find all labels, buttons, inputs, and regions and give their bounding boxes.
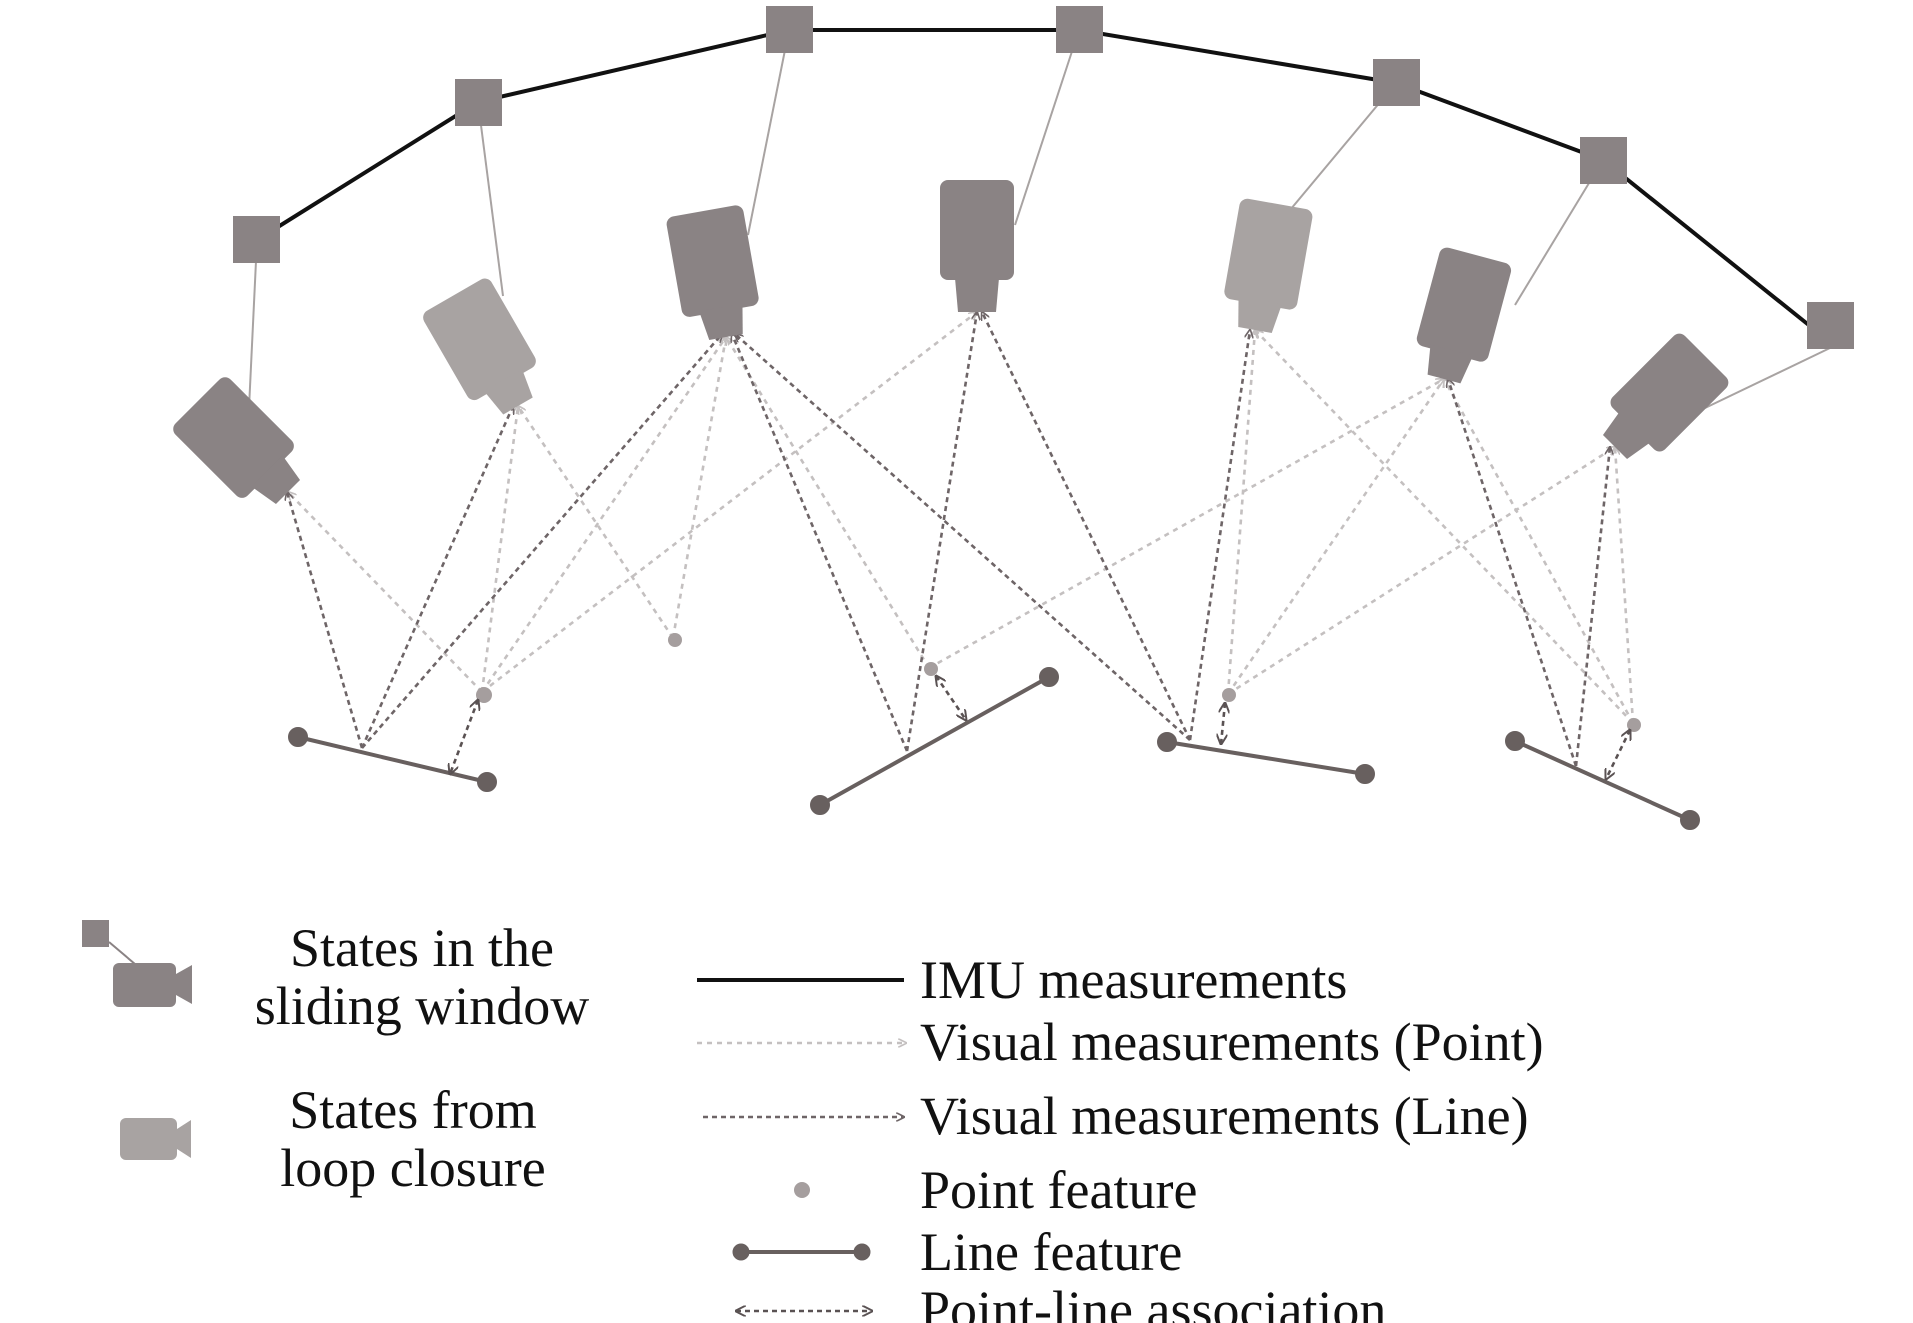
state-square-icon [82, 920, 109, 947]
legend-sliding-window-label-line1: States in the [290, 918, 554, 978]
legend-line-feature-swatch [732, 1243, 871, 1261]
legend-loop-closure-label-line1: States from [289, 1080, 536, 1140]
point-line-associations [450, 676, 1630, 779]
state-boxes [233, 6, 1854, 349]
legend-point-feature-label: Point feature [920, 1160, 1197, 1220]
point-features [476, 633, 1641, 732]
state-square-icon [1056, 6, 1103, 53]
state-square-icon [455, 79, 502, 126]
camera-icon [120, 1118, 177, 1160]
point-feature-2 [668, 633, 682, 647]
camera-icon [940, 180, 1014, 312]
legend: States in the sliding window States from… [82, 918, 1544, 1323]
legend-sliding-window-icon [82, 920, 192, 1007]
point-feature-3 [924, 662, 938, 676]
legend-point-line-assoc-label: Point-line association [920, 1280, 1386, 1323]
camera-icon [1224, 198, 1313, 333]
legend-sliding-window-label-line2: sliding window [255, 976, 590, 1036]
camera-icon [1416, 247, 1512, 384]
cameras [173, 180, 1729, 505]
legend-loop-closure-label-line2: loop closure [280, 1138, 545, 1198]
legend-line-feature-label: Line feature [920, 1222, 1182, 1282]
camera-icon [173, 377, 301, 505]
state-square-icon [1373, 59, 1420, 106]
state-camera-connectors [248, 29, 1831, 409]
legend-visual-point-label: Visual measurements (Point) [920, 1012, 1544, 1072]
line-feature-2 [810, 667, 1059, 815]
camera-icon [666, 205, 759, 340]
legend-imu-label: IMU measurements [920, 950, 1347, 1010]
state-square-icon [766, 6, 813, 53]
legend-loop-closure-icon [120, 1118, 191, 1160]
camera-icon [423, 278, 536, 415]
diagram-main [173, 6, 1854, 830]
point-feature-4 [1222, 688, 1236, 702]
camera-icon [1602, 333, 1729, 460]
state-square-icon [233, 216, 280, 263]
line-features [288, 667, 1700, 830]
legend-point-feature-swatch [794, 1182, 810, 1198]
visual-point-measurements [288, 312, 1635, 724]
state-square-icon [1807, 302, 1854, 349]
state-square-icon [1580, 137, 1627, 184]
line-feature-4 [1505, 731, 1700, 830]
visual-line-measurements [287, 312, 1610, 767]
line-feature-3 [1157, 732, 1375, 784]
camera-icon [113, 963, 176, 1007]
legend-visual-line-label: Visual measurements (Line) [920, 1086, 1529, 1146]
